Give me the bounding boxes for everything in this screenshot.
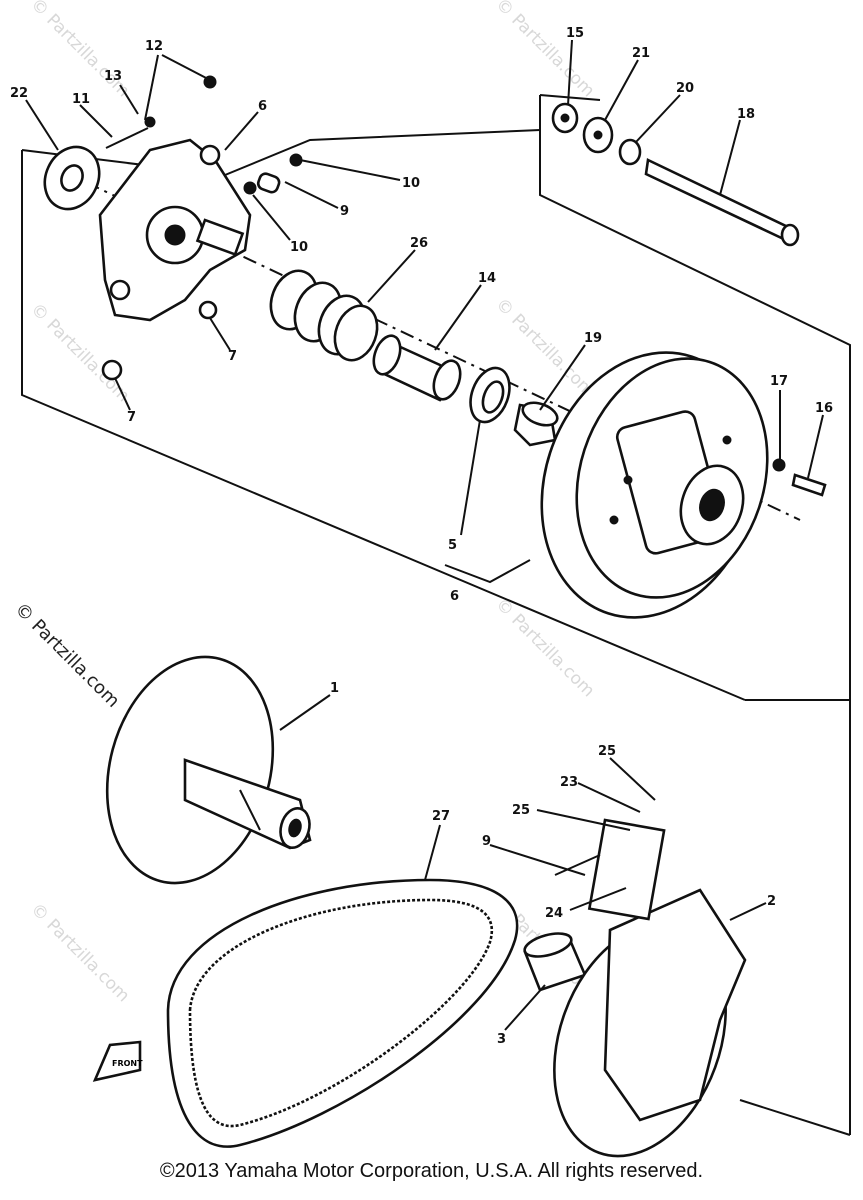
- callout-27: 27: [432, 809, 450, 824]
- callout-6-sheave: 6: [450, 589, 459, 604]
- bushing-part-14: [372, 334, 462, 402]
- drive-belt-part-27: [166, 878, 519, 1148]
- copyright-notice: ©2013 Yamaha Motor Corporation, U.S.A. A…: [159, 1160, 704, 1182]
- washer-part-22: [43, 145, 101, 211]
- callout-17: 17: [770, 374, 788, 389]
- watermark-layer: © Partzilla.com © Partzilla.com © Partzi…: [10, 0, 598, 1006]
- callout-3: 3: [497, 1032, 506, 1047]
- callout-7-lower: 7: [127, 410, 136, 425]
- callout-10-lower: 10: [290, 240, 308, 255]
- callout-25-top: 25: [598, 744, 616, 759]
- callout-6: 6: [258, 99, 267, 114]
- callout-12: 12: [145, 39, 163, 54]
- watermark-text: © Partzilla.com: [26, 0, 133, 101]
- front-tag-text: FRONT: [112, 1059, 143, 1068]
- watermark-text: © Partzilla.com: [491, 594, 598, 701]
- spider-part-6: [98, 138, 252, 322]
- fixed-sheave-part-1: [105, 655, 312, 885]
- callout-20: 20: [676, 81, 694, 96]
- callout-leaders: [25, 39, 824, 1031]
- callout-labels: 22 11 13 12 6 10 9 10 26 14 7 7 5 6 19 1…: [10, 26, 833, 1047]
- small-parts-top-left: [101, 75, 303, 381]
- ring-part-5: [469, 366, 511, 424]
- callout-10-upper: 10: [402, 176, 420, 191]
- callout-13: 13: [104, 69, 122, 84]
- callout-9-upper: 9: [340, 204, 349, 219]
- callout-1: 1: [330, 681, 339, 696]
- sheave-part-2: [553, 818, 747, 1158]
- bolt-assembly-parts-15-21-20-18: [551, 102, 800, 247]
- callout-21: 21: [632, 46, 650, 61]
- callout-16: 16: [815, 401, 833, 416]
- callout-7-upper: 7: [228, 349, 237, 364]
- spring-part-26: [269, 269, 379, 362]
- movable-sheave-part-6: [540, 351, 769, 619]
- callout-15: 15: [566, 26, 584, 41]
- callout-22: 22: [10, 86, 28, 101]
- callout-14: 14: [478, 271, 496, 286]
- callout-26: 26: [410, 236, 428, 251]
- callout-5: 5: [448, 538, 457, 553]
- collar-part-19: [513, 401, 559, 447]
- callout-25-left: 25: [512, 803, 530, 818]
- screw-parts-17-16: [772, 458, 827, 497]
- watermark-text-dark: © Partzilla.com: [10, 599, 123, 712]
- callout-24: 24: [545, 906, 563, 921]
- lower-assembly-outline: [739, 699, 851, 1136]
- front-direction-tag: FRONT: [92, 1040, 143, 1082]
- callout-11: 11: [72, 92, 90, 107]
- callout-23: 23: [560, 775, 578, 790]
- callout-2: 2: [767, 894, 776, 909]
- watermark-text: © Partzilla.com: [491, 0, 598, 101]
- callout-19: 19: [584, 331, 602, 346]
- callout-18: 18: [737, 107, 755, 122]
- watermark-text: © Partzilla.com: [26, 899, 133, 1006]
- callout-9-lower: 9: [482, 834, 491, 849]
